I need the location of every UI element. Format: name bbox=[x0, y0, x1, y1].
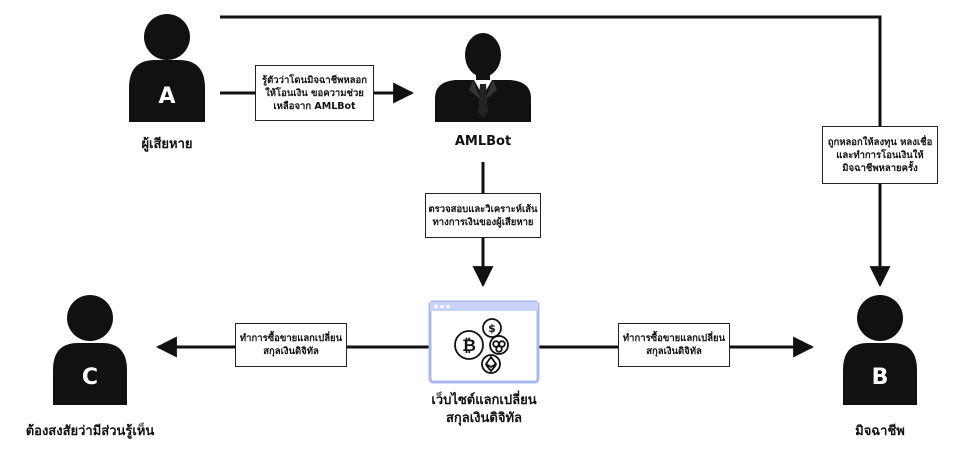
edge-label-a-to-b: ถูกหลอกให้ลงทุน หลงเชื่อ และทำการโอนเงิน… bbox=[822, 126, 938, 184]
label-exchange-website: เว็บไซต์แลกเปลี่ยน สกุลเงินดิจิทัล bbox=[431, 393, 537, 426]
edge-label-a-to-aml: รู้ตัวว่าโดนมิจฉาชีพหลอก ให้โอนเงิน ขอคว… bbox=[255, 65, 374, 121]
businessman-icon bbox=[435, 33, 531, 122]
person-b-letter: B bbox=[872, 365, 889, 390]
label-suspect: ต้องสงสัยว่ามีส่วนรู้เห็น bbox=[25, 424, 155, 439]
exchange-website-icon: ₿ $ bbox=[428, 300, 540, 384]
label-scammer: มิจฉาชีพ bbox=[855, 424, 905, 439]
person-a-icon: A bbox=[129, 14, 205, 122]
edge-label-exchange-to-b: ทำการซื้อขายแลกเปลี่ยน สกุลเงินดิจิทัล bbox=[618, 323, 730, 367]
person-a-letter: A bbox=[158, 84, 175, 109]
person-c-icon: C bbox=[53, 295, 127, 405]
edge-label-aml-to-exchange: ตรวจสอบและวิเคราะห์เส้น ทางการเงินของผู้… bbox=[425, 193, 541, 238]
svg-text:$: $ bbox=[488, 322, 496, 335]
crypto-exchange-icon: ₿ $ bbox=[454, 318, 509, 374]
svg-text:₿: ₿ bbox=[462, 336, 476, 356]
person-c-letter: C bbox=[82, 365, 98, 390]
edge-label-exchange-to-c: ทำการซื้อขายแลกเปลี่ยน สกุลเงินดิจิทัล bbox=[235, 323, 347, 367]
connector-a-to-b bbox=[220, 15, 891, 288]
label-amlbot: AMLBot bbox=[454, 134, 512, 149]
person-b-icon: B bbox=[843, 295, 917, 405]
label-victim: ผู้เสียหาย bbox=[141, 137, 193, 152]
